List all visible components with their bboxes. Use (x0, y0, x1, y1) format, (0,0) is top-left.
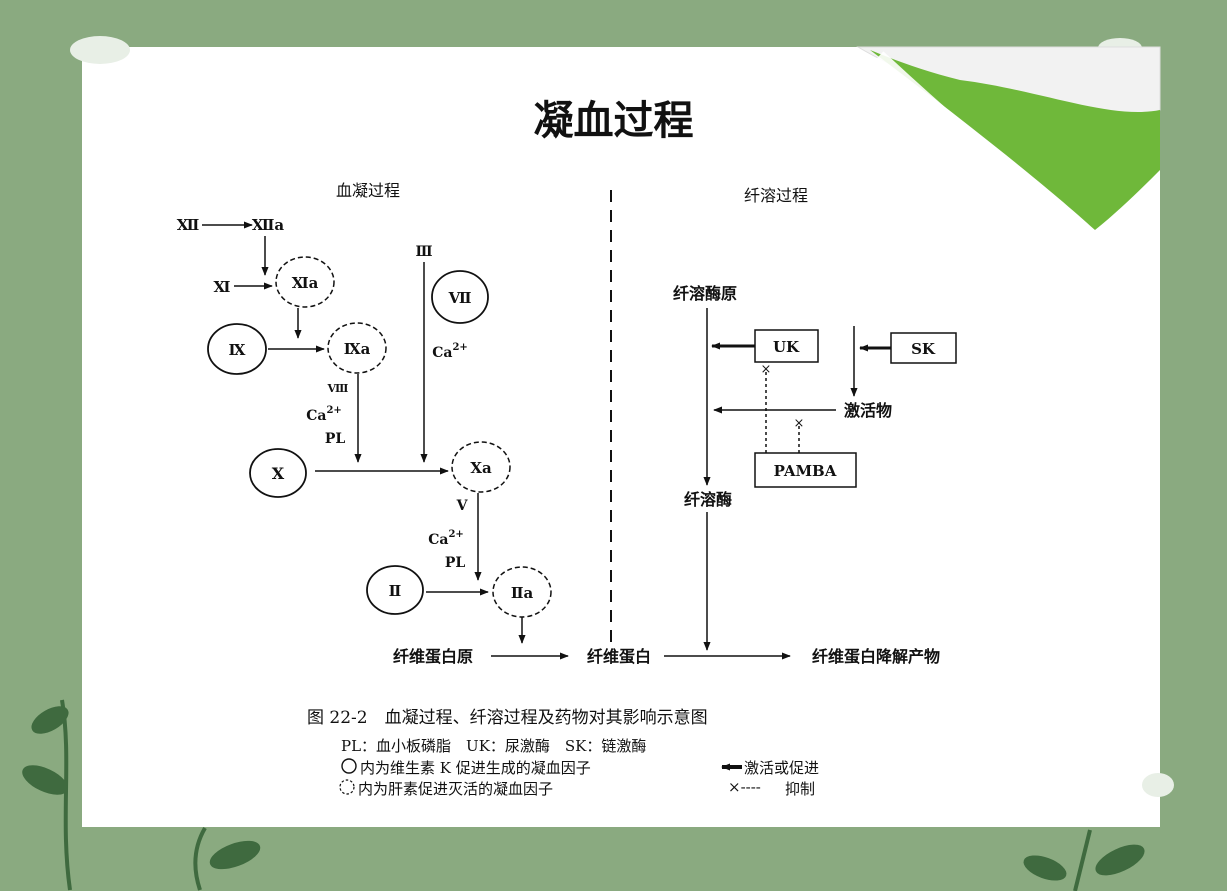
legend-activate-text: 激活或促进 (744, 759, 820, 777)
factor-9a-dashed-circle (327, 322, 387, 374)
factor-2a-label: Ⅱa (511, 584, 534, 602)
fibrinolysis-section-label: 纤溶过程 (744, 186, 808, 205)
factor-10-solid-circle (249, 448, 307, 498)
factor-3-label: Ⅲ (415, 244, 432, 260)
legend-dashed-text: 内为肝素促进灭活的凝血因子 (358, 780, 554, 798)
leaf-decoration-right (1023, 829, 1145, 891)
factor-7-label: Ⅶ (448, 289, 472, 307)
slide-title: 凝血过程 (533, 98, 694, 144)
pamba-label: PAMBA (774, 462, 837, 480)
calcium-label-2: Ca2+ (432, 342, 468, 361)
inhibit-mark-activator: × (794, 416, 805, 431)
factor-10a-dashed-circle (451, 441, 511, 493)
factor-11-label: Ⅺ (214, 278, 231, 296)
plasminogen-label: 纤溶酶原 (673, 284, 737, 303)
factor-12a-label: Ⅻa (252, 216, 285, 234)
coagulation-section-label: 血凝过程 (336, 181, 400, 200)
factor-5-label: V (456, 498, 469, 514)
calcium-label-3: Ca2+ (428, 529, 464, 548)
factor-12-label: Ⅻ (177, 216, 200, 234)
legend-solid-text: 内为维生素 K 促进生成的凝血因子 (360, 759, 591, 777)
fibrin-label: 纤维蛋白 (587, 647, 651, 666)
factor-10-label: Ⅹ (272, 464, 285, 483)
figure-caption: 图 22-2 血凝过程、纤溶过程及药物对其影响示意图 (307, 708, 708, 728)
factor-2-label: Ⅱ (389, 582, 402, 600)
pamba-box (754, 452, 857, 488)
legend-inhibit-text: 抑制 (785, 780, 816, 798)
phospholipid-label-3: PL (445, 555, 466, 571)
sk-label: SK (911, 340, 936, 358)
fibrinogen-label: 纤维蛋白原 (393, 647, 473, 666)
factor-7-solid-circle (431, 270, 489, 324)
legend-inhibit-mark: ×---- (728, 778, 761, 796)
phospholipid-label-1: PL (325, 431, 346, 447)
activator-label: 激活物 (844, 401, 892, 420)
factor-10a-label: Xa (470, 459, 492, 477)
factor-11a-dashed-circle (275, 256, 335, 308)
fdp-label: 纤维蛋白降解产物 (812, 647, 940, 666)
calcium-label-1: Ca2+ (306, 405, 342, 424)
page-curl-corner (856, 46, 1161, 233)
factor-2-solid-circle (366, 565, 424, 615)
legend-dashed-circle-icon (339, 779, 355, 795)
factor-9-solid-circle (207, 323, 267, 375)
inhibit-mark-uk: × (761, 362, 772, 377)
slide-page (82, 47, 1160, 827)
abbreviation-legend: PL：血小板磷脂 UK：尿激酶 SK：链激酶 (341, 737, 647, 755)
uk-label: UK (773, 338, 800, 356)
factor-8-label: Ⅷ (327, 382, 349, 395)
legend-solid-circle-icon (341, 758, 357, 774)
plasmin-label: 纤溶酶 (684, 490, 732, 509)
factor-11a-label: Ⅺa (292, 274, 319, 292)
factor-9-label: Ⅸ (229, 341, 246, 359)
factor-9a-label: Ⅸa (344, 340, 371, 358)
leaf-decoration-left (22, 699, 261, 891)
